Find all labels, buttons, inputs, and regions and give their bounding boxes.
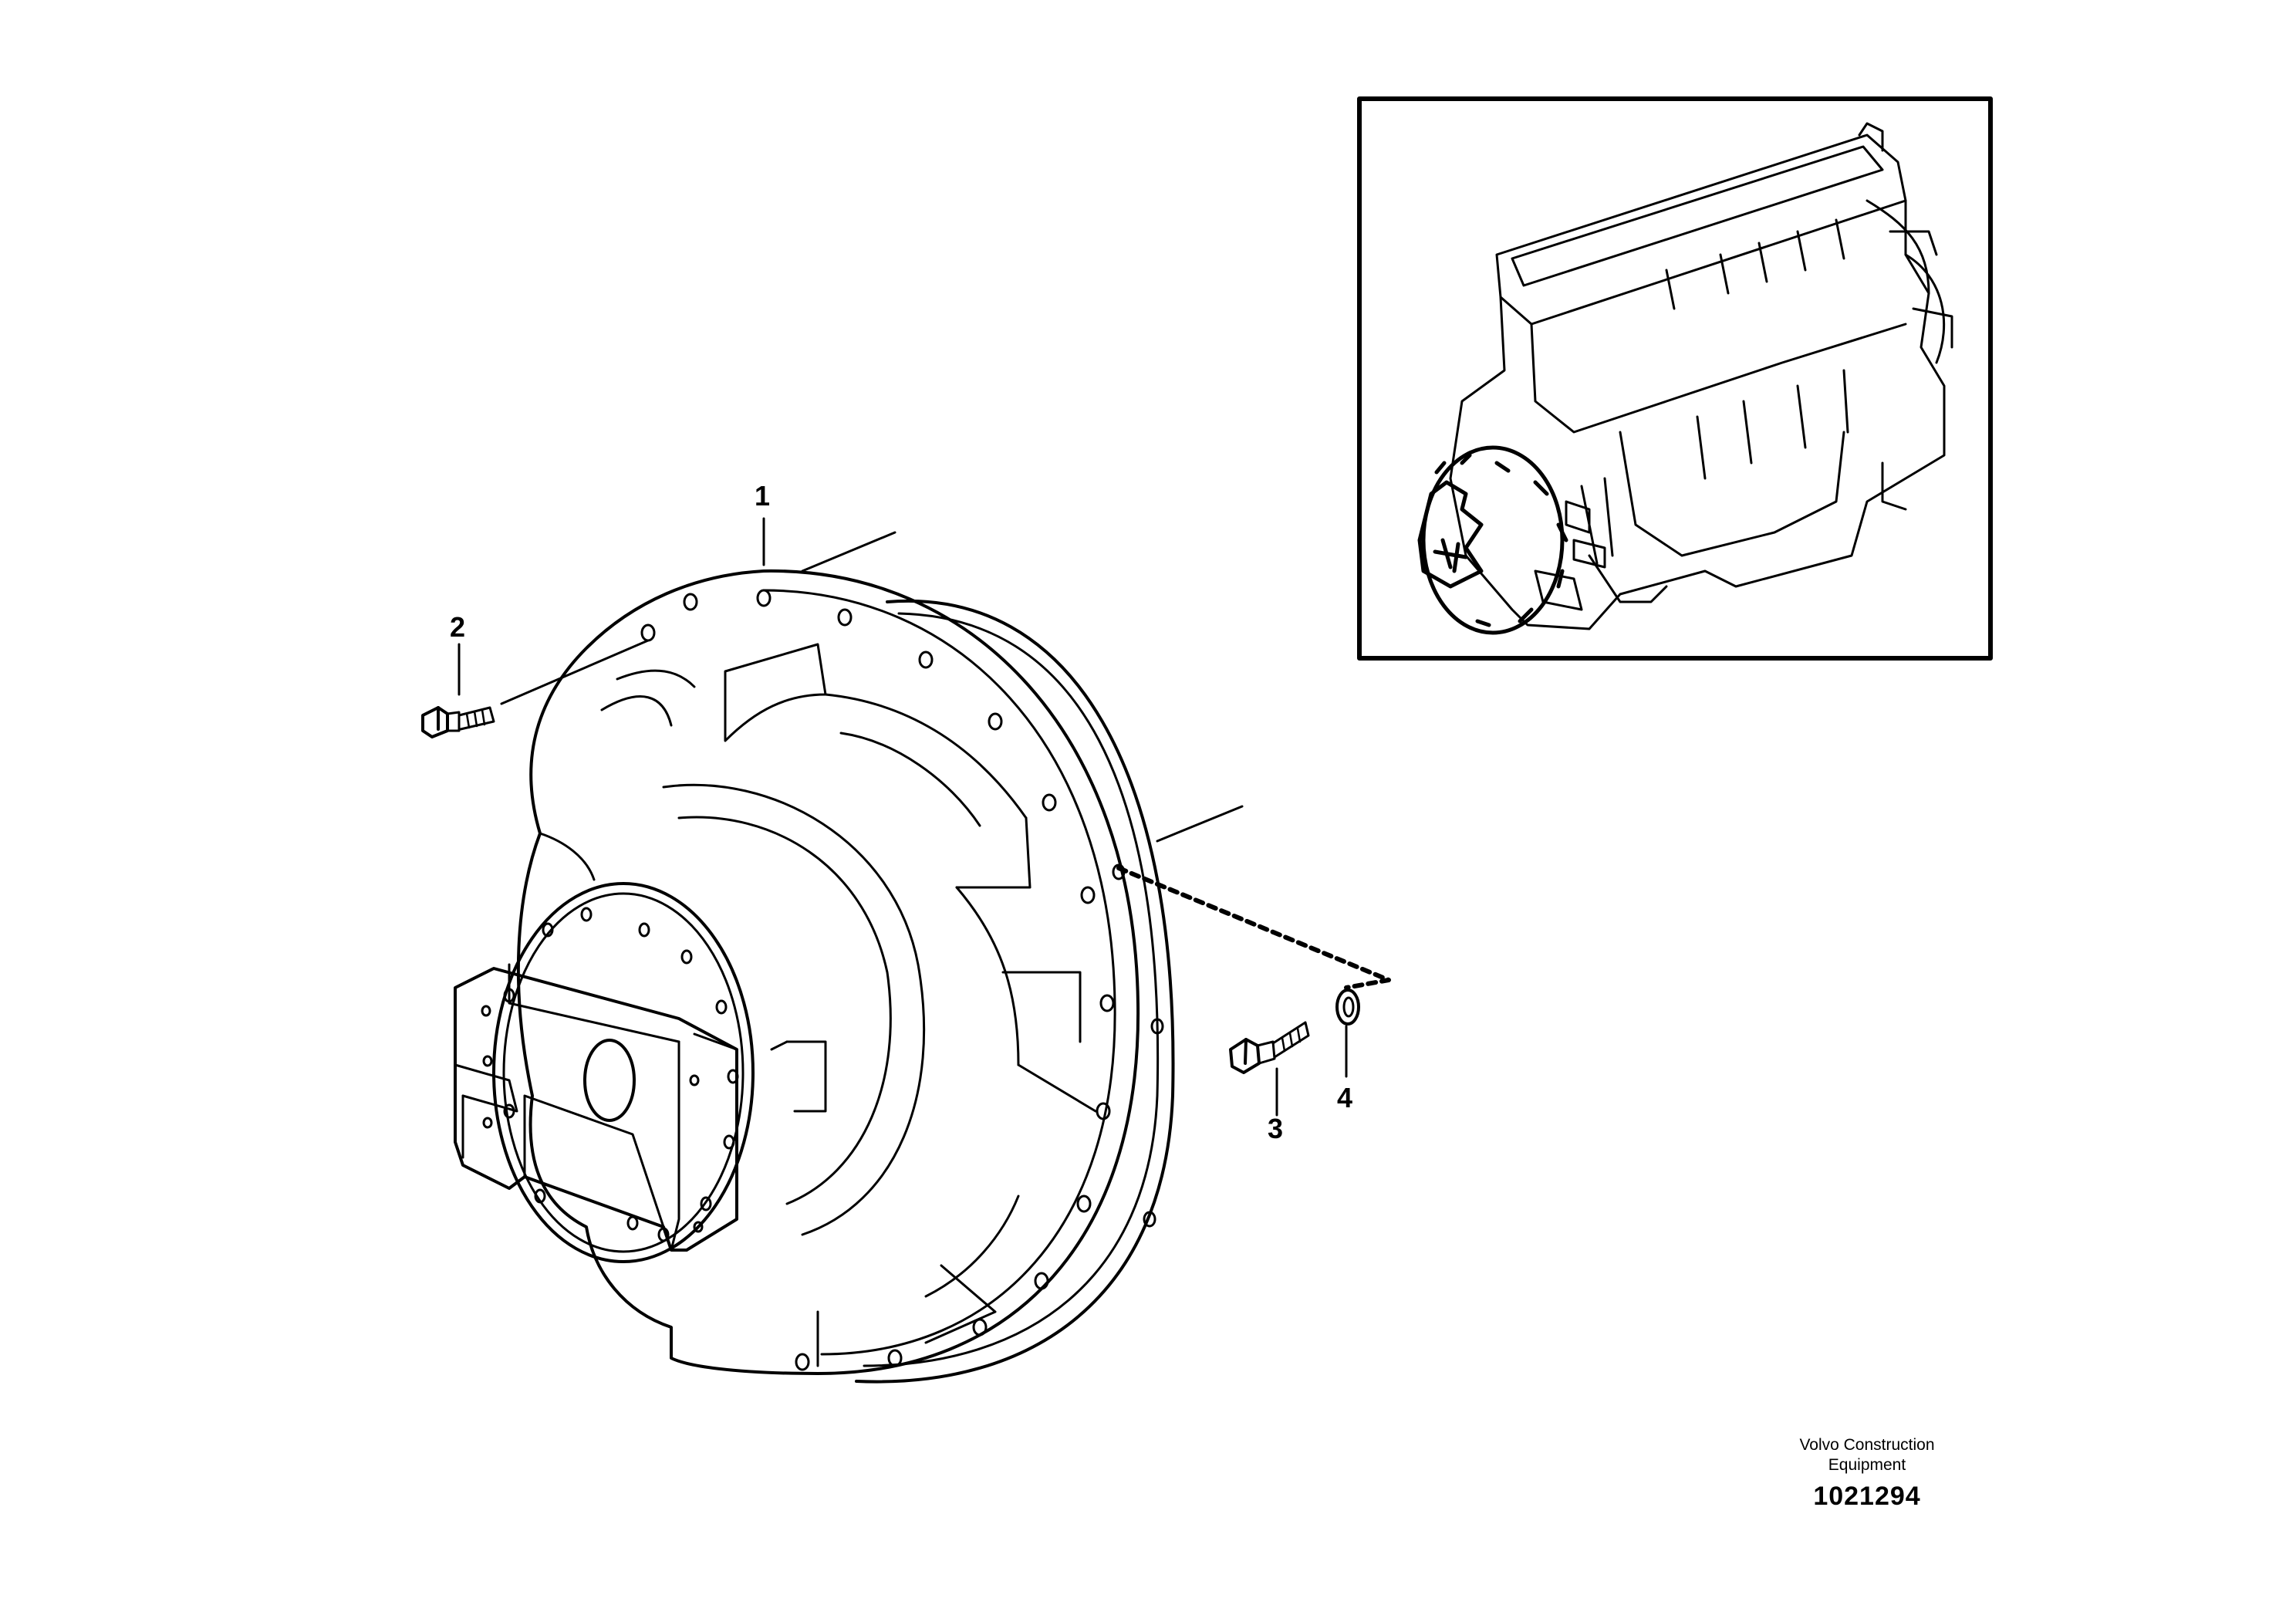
callout-3: 3	[1268, 1113, 1283, 1144]
assembly-leader-line	[1116, 866, 1391, 990]
callout-4: 4	[1337, 1082, 1352, 1113]
bolt-item-2	[421, 639, 650, 738]
publisher-name-line2: Equipment	[1828, 1456, 1906, 1474]
publisher-block: Volvo Construction Equipment 1021294	[1744, 1435, 1990, 1512]
engine-location-inset	[1357, 96, 1993, 661]
callout-2: 2	[450, 611, 465, 643]
bolt-item-3	[1229, 1021, 1310, 1074]
washer-item-4	[1335, 988, 1360, 1026]
publisher-name-line1: Volvo Construction	[1799, 1436, 1935, 1454]
callout-1: 1	[755, 480, 770, 512]
coupling-housing	[454, 531, 1244, 1384]
illustration-number: 1021294	[1813, 1482, 1921, 1511]
